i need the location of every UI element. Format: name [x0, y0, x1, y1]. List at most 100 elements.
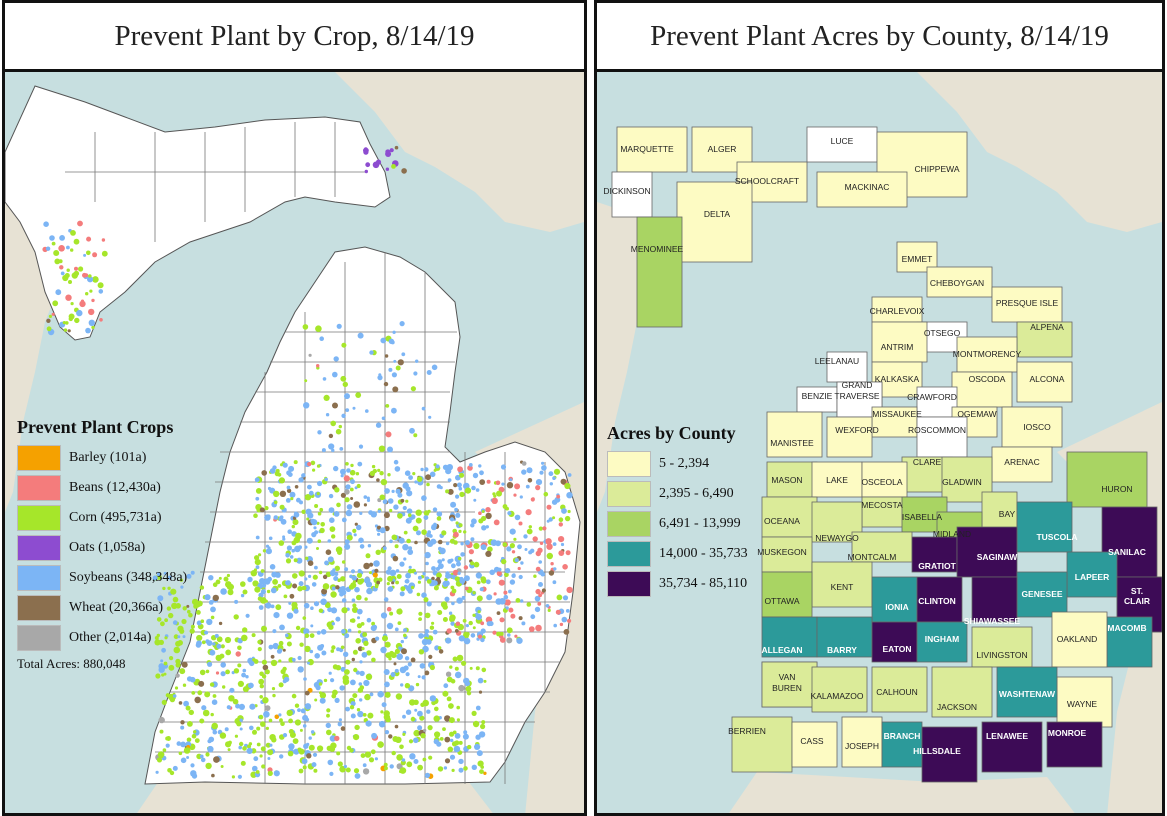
crop-dot [286, 545, 292, 551]
county-calhoun[interactable] [871, 666, 928, 713]
crop-dot [292, 519, 299, 526]
county-mason[interactable] [766, 461, 818, 498]
crop-dot [448, 611, 453, 615]
crop-dot [449, 614, 456, 621]
county-marquette[interactable] [616, 126, 688, 173]
county-tuscola[interactable] [1016, 501, 1073, 553]
county-menominee[interactable] [636, 216, 683, 328]
county-eaton[interactable] [871, 621, 918, 663]
crop-dot [363, 562, 370, 570]
crop-dot [442, 617, 448, 622]
crop-dot [509, 543, 515, 549]
county-berrien[interactable] [731, 716, 793, 773]
crop-dot [405, 572, 411, 579]
crop-dot [395, 365, 401, 371]
county-genesee[interactable] [1016, 571, 1068, 618]
crop-dot [480, 628, 486, 634]
county-roscommon[interactable] [916, 416, 968, 458]
crop-dot [470, 561, 475, 566]
county-label-presque-isle: PRESQUE ISLE [996, 298, 1059, 308]
county-arenac[interactable] [991, 446, 1053, 483]
crop-dot [325, 549, 332, 555]
county-montmorency[interactable] [956, 336, 1018, 373]
crop-dot [282, 666, 287, 672]
crop-dot [479, 587, 484, 592]
county-lapeer[interactable] [1066, 551, 1118, 598]
county-muskegon[interactable] [761, 536, 813, 573]
county-kalamazoo[interactable] [811, 666, 868, 713]
county-charlevoix[interactable] [871, 296, 923, 323]
county-crawford[interactable] [916, 386, 958, 418]
crop-dot [346, 534, 353, 541]
crop-dot [256, 742, 261, 747]
crop-dot [224, 727, 229, 732]
crop-dot [535, 588, 541, 595]
crop-dot [186, 737, 192, 743]
county-livingston[interactable] [971, 626, 1033, 668]
county-oakland[interactable] [1051, 611, 1108, 668]
county-monroe[interactable] [1046, 721, 1103, 768]
county-luce[interactable] [806, 126, 878, 163]
crop-dot [273, 515, 279, 520]
crop-dot [563, 629, 570, 635]
county-cass[interactable] [791, 721, 838, 768]
crop-dot [358, 537, 364, 544]
county-oscoda[interactable] [951, 371, 1013, 408]
crop-dot [499, 637, 506, 643]
crop-dot [457, 466, 463, 473]
county-mackinac[interactable] [816, 171, 908, 208]
crop-dot [436, 516, 442, 521]
crop-dot [391, 750, 396, 756]
crop-dot [425, 474, 431, 481]
county-lake[interactable] [811, 461, 863, 498]
crop-dot [393, 662, 397, 666]
county-alcona[interactable] [1016, 361, 1073, 403]
crop-map[interactable] [5, 72, 584, 816]
county-macomb[interactable] [1106, 616, 1153, 668]
county-cheboygan[interactable] [926, 266, 993, 298]
county-oceana[interactable] [761, 496, 818, 538]
crop-dot [453, 745, 461, 753]
crop-dot [384, 488, 390, 494]
county-mecosta[interactable] [861, 496, 908, 528]
crop-dot [458, 523, 463, 528]
county-barry[interactable] [816, 616, 873, 658]
county-shiawassee[interactable] [971, 576, 1018, 623]
county-ionia[interactable] [871, 576, 918, 623]
crop-dot [237, 663, 242, 668]
county-hillsdale[interactable] [921, 726, 978, 783]
county-ingham[interactable] [916, 621, 968, 663]
county-iosco[interactable] [1001, 406, 1063, 448]
crop-dot [341, 560, 346, 564]
crop-dot [372, 624, 378, 630]
county-alpena[interactable] [1016, 321, 1073, 358]
county-presque-isle[interactable] [991, 286, 1063, 323]
crop-dot [539, 470, 544, 475]
crop-dot [254, 477, 260, 483]
county-lenawee[interactable] [981, 721, 1043, 773]
county-dickinson[interactable] [611, 171, 653, 218]
crop-dot [350, 701, 356, 707]
county-ottawa[interactable] [761, 571, 813, 618]
county-delta[interactable] [676, 181, 753, 263]
crop-dot [161, 647, 167, 653]
county-kent[interactable] [811, 561, 873, 608]
county-gratiot[interactable] [911, 536, 958, 573]
county-label-midland: MIDLAND [933, 529, 971, 539]
county-washtenaw[interactable] [996, 666, 1058, 718]
crop-dot [348, 584, 355, 590]
crop-dot [527, 478, 533, 483]
county-branch[interactable] [881, 721, 923, 768]
county-buren[interactable] [761, 661, 818, 708]
crop-dot [298, 748, 305, 755]
crop-dot [514, 558, 519, 563]
county-huron[interactable] [1066, 451, 1148, 508]
crop-dot [441, 558, 445, 562]
county-wexford[interactable] [826, 416, 873, 458]
county-manistee[interactable] [766, 411, 823, 458]
crop-dot [444, 715, 451, 722]
county-allegan[interactable] [761, 616, 818, 658]
county-joseph[interactable] [841, 716, 883, 768]
county-jackson[interactable] [931, 666, 993, 718]
